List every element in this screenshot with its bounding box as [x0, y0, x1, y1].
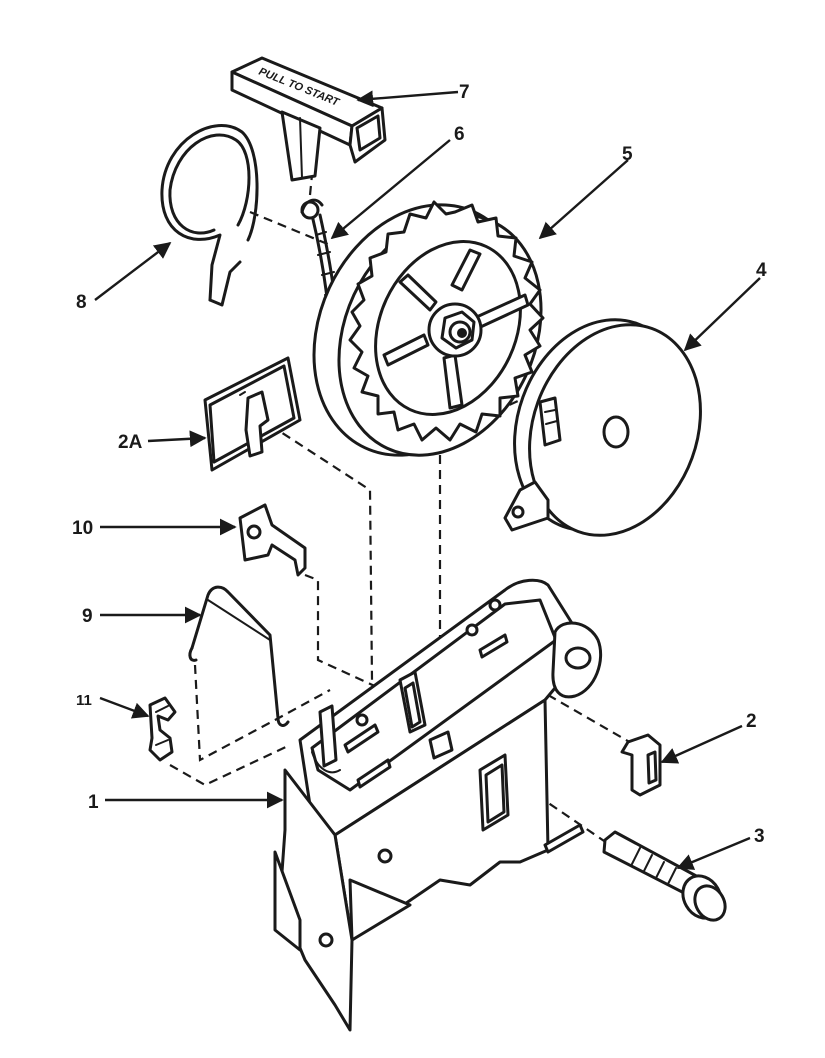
callout-7: 7	[459, 82, 470, 103]
spring-clip	[148, 696, 177, 762]
callout-2: 2	[746, 711, 757, 732]
callout-leaders	[94, 90, 761, 870]
starter-handle: PULL TO START	[230, 56, 387, 182]
callout-1: 1	[88, 792, 99, 813]
wire-spring	[188, 585, 290, 727]
callout-9: 9	[82, 606, 93, 627]
pivot-pin	[602, 830, 727, 922]
mounting-bracket	[273, 578, 603, 1032]
callout-numbers: 7 6 5 4 8 2A 10 9 11 1 2 3	[72, 82, 767, 847]
callout-8: 8	[76, 292, 87, 313]
rope-pulley-sprocket	[312, 200, 545, 457]
callout-10: 10	[72, 518, 93, 539]
latch-plate	[203, 356, 302, 472]
callout-11: 11	[76, 692, 92, 709]
callout-6: 6	[454, 124, 465, 145]
key-tab	[238, 503, 307, 577]
callout-2a: 2A	[118, 432, 143, 453]
wire-guide-loop	[160, 124, 259, 307]
callout-5: 5	[622, 144, 633, 165]
callout-4: 4	[756, 260, 767, 281]
spring-housing-cover	[503, 318, 702, 537]
small-latch	[620, 733, 662, 797]
callout-3: 3	[754, 826, 765, 847]
